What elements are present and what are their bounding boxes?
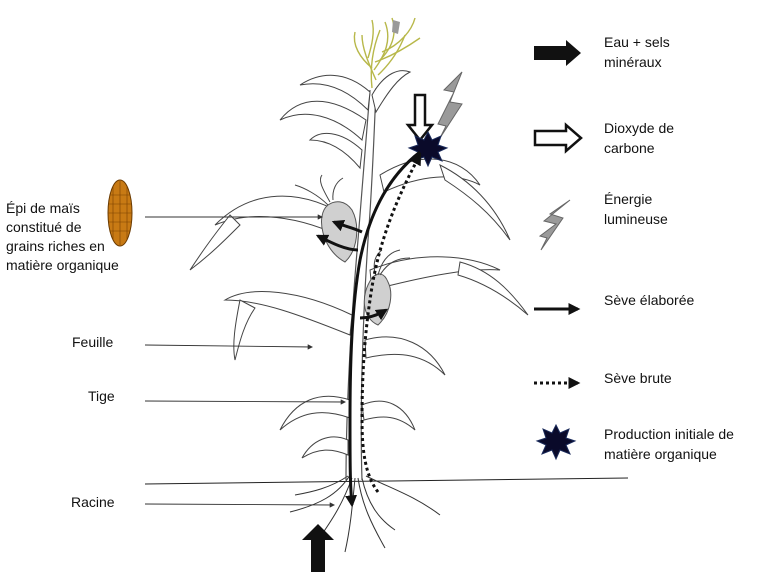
star-burst-icon xyxy=(535,423,577,461)
label-tige: Tige xyxy=(88,388,115,404)
lightning-icon xyxy=(538,199,571,251)
label-pointers xyxy=(144,214,347,508)
legend-item-light: Énergie lumineuse xyxy=(604,189,668,229)
legend-item-water: Eau + sels minéraux xyxy=(604,32,670,72)
legend-line: Sève élaborée xyxy=(604,292,695,308)
leaves xyxy=(189,70,529,459)
legend-line: carbone xyxy=(604,140,655,156)
legend-line: Sève brute xyxy=(604,370,672,386)
plant-star-burst-icon xyxy=(407,130,449,168)
legend-line: Dioxyde de xyxy=(604,120,675,136)
label-epi-line-3: grains riches en xyxy=(6,238,105,254)
label-epi: Épi de maïs constitué de grains riches e… xyxy=(6,199,119,275)
roots xyxy=(289,474,441,553)
tassel-tip xyxy=(392,20,400,34)
label-epi-line-1: Épi de maïs xyxy=(6,200,80,216)
ground-line xyxy=(144,477,629,485)
legend-line: minéraux xyxy=(604,54,662,70)
label-feuille: Feuille xyxy=(72,334,114,350)
label-epi-line-4: matière organique xyxy=(6,257,119,273)
plant-water-arrow-icon xyxy=(302,524,334,572)
seve-brute-path xyxy=(360,152,422,493)
cob-illustration xyxy=(107,179,133,247)
legend-item-seve-brute: Sève brute xyxy=(604,368,672,388)
seve-elaboree-paths xyxy=(315,150,421,508)
legend-item-seve-elaboree: Sève élaborée xyxy=(604,290,694,310)
label-epi-line-2: constitué de xyxy=(6,219,82,235)
legend-line: matière organique xyxy=(604,446,717,462)
label-racine: Racine xyxy=(71,494,115,510)
tassel xyxy=(353,17,421,89)
legend-line: Énergie xyxy=(604,191,653,207)
legend-icons xyxy=(533,40,583,461)
plant-lightning-icon xyxy=(437,71,463,139)
plant-co2-arrow-icon xyxy=(405,93,435,143)
legend-item-co2: Dioxyde de carbone xyxy=(604,118,674,158)
legend-line: Production initiale de xyxy=(604,426,734,442)
black-arrow-icon xyxy=(534,40,581,66)
legend-line: Eau + sels xyxy=(604,34,670,50)
legend-item-production: Production initiale de matière organique xyxy=(604,424,734,464)
legend-line: lumineuse xyxy=(604,211,668,227)
hollow-arrow-icon xyxy=(533,122,583,154)
